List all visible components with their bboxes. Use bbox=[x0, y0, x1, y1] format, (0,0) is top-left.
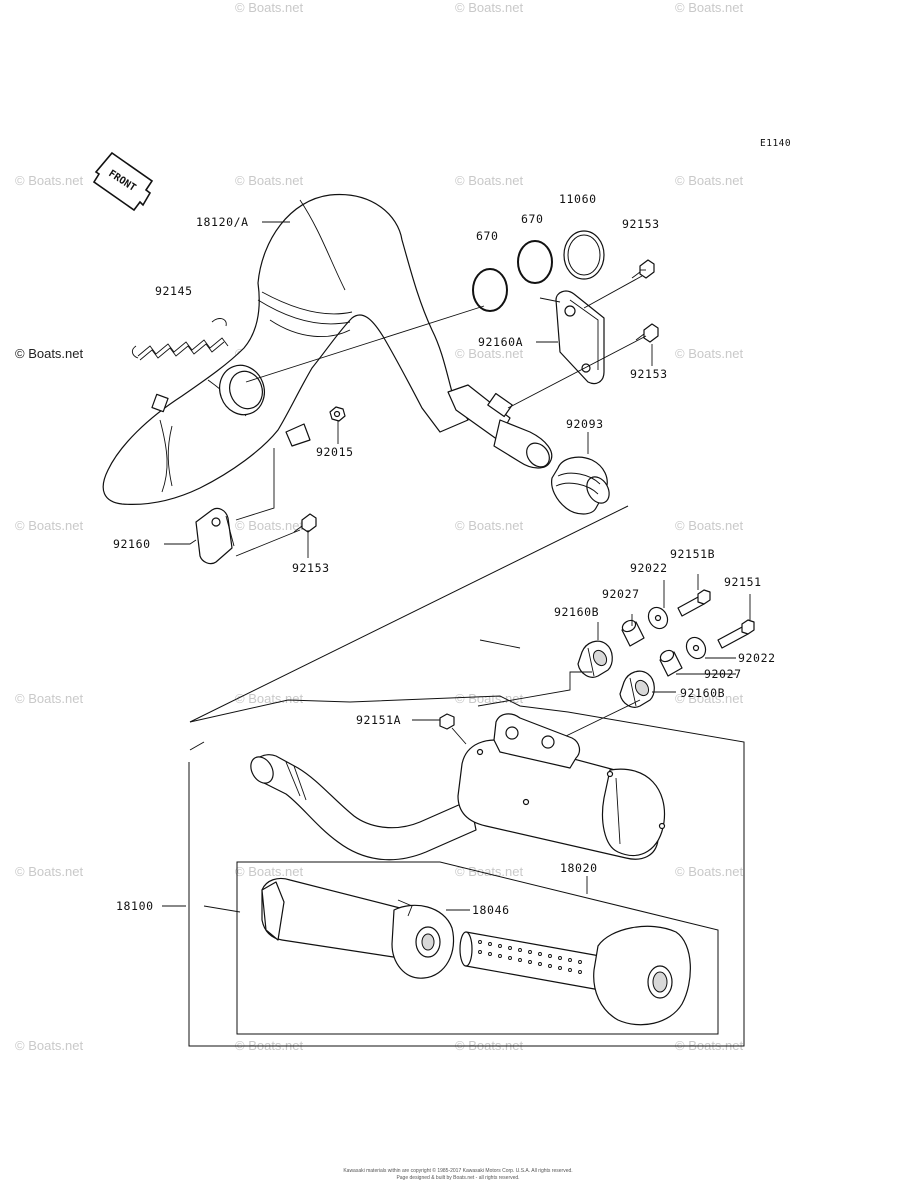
label-670-a: 670 bbox=[476, 229, 499, 243]
watermark: © Boats.net bbox=[15, 346, 84, 361]
joint-92093 bbox=[551, 456, 610, 515]
label-18100: 18100 bbox=[116, 899, 154, 913]
label-92027-a: 92027 bbox=[602, 587, 640, 601]
label-670-b: 670 bbox=[521, 212, 544, 226]
watermark: © Boats.net bbox=[15, 173, 84, 188]
label-92153-a: 92153 bbox=[622, 217, 660, 231]
label-92022-b: 92022 bbox=[738, 651, 776, 665]
watermark: © Boats.net bbox=[235, 518, 304, 533]
watermark: © Boats.net bbox=[675, 691, 744, 706]
watermark: © Boats.net bbox=[235, 0, 304, 15]
watermark-layer: © Boats.net © Boats.net © Boats.net © Bo… bbox=[15, 0, 744, 1053]
assembly-outline bbox=[188, 505, 745, 1047]
watermark: © Boats.net bbox=[235, 864, 304, 879]
label-92160B-a: 92160B bbox=[554, 605, 599, 619]
label-92145: 92145 bbox=[155, 284, 193, 298]
collar-92027-b bbox=[659, 649, 683, 677]
nut-92015 bbox=[329, 406, 346, 422]
bracket-92160 bbox=[195, 507, 235, 565]
label-18120A: 18120/A bbox=[196, 215, 249, 229]
label-92151B: 92151B bbox=[670, 547, 715, 561]
muffler-assembly bbox=[250, 713, 666, 861]
damper-92160B-a bbox=[577, 640, 613, 678]
label-92015: 92015 bbox=[316, 445, 354, 459]
watermark: © Boats.net bbox=[15, 518, 84, 533]
damper-92160B-b bbox=[619, 670, 655, 708]
watermark: © Boats.net bbox=[455, 691, 524, 706]
label-92160B-b: 92160B bbox=[680, 686, 725, 700]
watermark: © Boats.net bbox=[675, 864, 744, 879]
bolt-92151 bbox=[717, 619, 755, 649]
washer-92022-b bbox=[685, 636, 707, 660]
o-ring-670-a bbox=[472, 268, 508, 312]
bolt-92151A bbox=[439, 713, 467, 745]
copyright-line-1: Kawasaki materials within are copyright … bbox=[343, 1167, 572, 1174]
label-92027-b: 92027 bbox=[704, 667, 742, 681]
label-92022-a: 92022 bbox=[630, 561, 668, 575]
label-18020: 18020 bbox=[560, 861, 598, 875]
watermark: © Boats.net bbox=[675, 346, 744, 361]
copyright-footer: Kawasaki materials within are copyright … bbox=[343, 1167, 572, 1181]
silencer-core-18020 bbox=[261, 877, 691, 1026]
perforation-holes bbox=[478, 940, 582, 974]
watermark: © Boats.net bbox=[455, 346, 524, 361]
head-pipe-18120A bbox=[102, 193, 553, 505]
diagram-code: E1140 bbox=[760, 138, 791, 149]
washer-92022-a bbox=[647, 606, 669, 630]
bolt-92153-c bbox=[293, 513, 317, 533]
label-92151: 92151 bbox=[724, 575, 762, 589]
watermark: © Boats.net bbox=[675, 0, 744, 15]
label-92160A: 92160A bbox=[478, 335, 523, 349]
bracket-92160A bbox=[555, 290, 605, 385]
label-18046: 18046 bbox=[472, 903, 510, 917]
part-labels: 18120/A 92145 670 670 11060 92153 92160A… bbox=[113, 192, 776, 917]
watermark: © Boats.net bbox=[235, 173, 304, 188]
watermark: © Boats.net bbox=[15, 864, 84, 879]
watermark: © Boats.net bbox=[15, 1038, 84, 1053]
watermark: © Boats.net bbox=[675, 518, 744, 533]
watermark: © Boats.net bbox=[455, 0, 524, 15]
watermark: © Boats.net bbox=[675, 173, 744, 188]
label-92153-c: 92153 bbox=[292, 561, 330, 575]
label-92160: 92160 bbox=[113, 537, 151, 551]
copyright-line-2: Page designed & built by Boats.net - all… bbox=[396, 1175, 519, 1181]
watermark: © Boats.net bbox=[235, 691, 304, 706]
gasket-11060 bbox=[563, 230, 605, 280]
label-92093: 92093 bbox=[566, 417, 604, 431]
label-11060: 11060 bbox=[559, 192, 597, 206]
front-arrow-icon: FRONT bbox=[92, 151, 154, 212]
bolt-92153-a bbox=[631, 259, 655, 279]
watermark: © Boats.net bbox=[15, 691, 84, 706]
o-ring-670-b bbox=[517, 240, 553, 284]
label-92153-b: 92153 bbox=[630, 367, 668, 381]
bolt-92151B bbox=[677, 589, 711, 617]
label-92151A: 92151A bbox=[356, 713, 401, 727]
spring-92145 bbox=[131, 318, 229, 361]
leader-lines bbox=[162, 221, 751, 913]
watermark: © Boats.net bbox=[455, 518, 524, 533]
bolt-92153-b bbox=[635, 323, 659, 343]
watermark: © Boats.net bbox=[455, 173, 524, 188]
watermark: © Boats.net bbox=[455, 864, 524, 879]
